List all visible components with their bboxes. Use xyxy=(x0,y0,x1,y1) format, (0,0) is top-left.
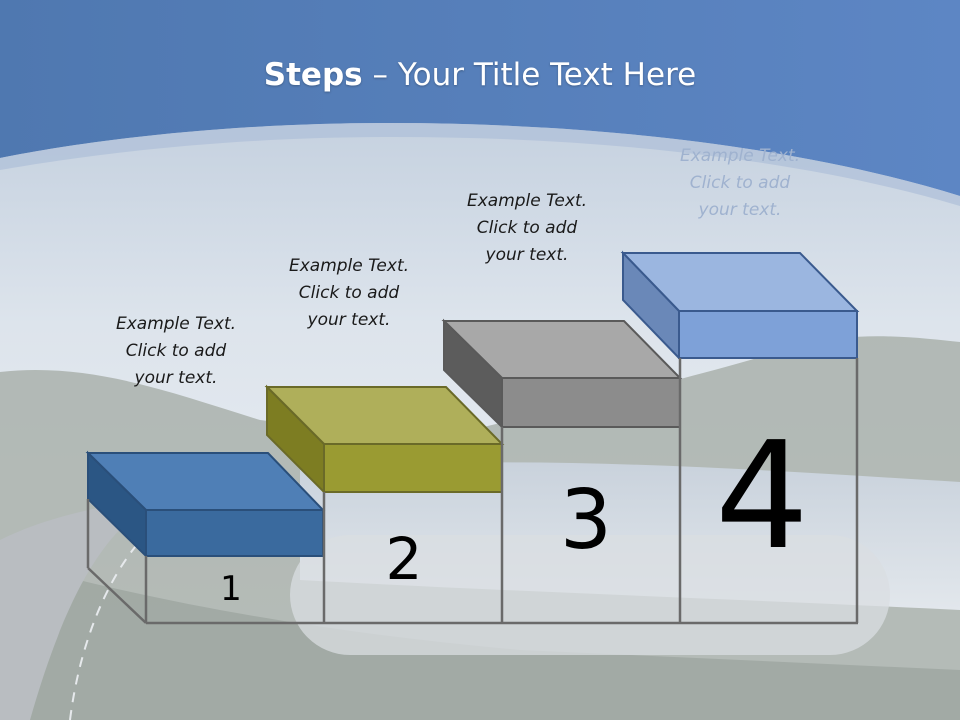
step-4-front xyxy=(678,310,858,359)
step-1[interactable] xyxy=(85,450,326,624)
step-1-front xyxy=(145,509,324,557)
grass xyxy=(0,560,960,720)
step-2-number: 2 xyxy=(385,525,423,593)
step-2-front xyxy=(323,443,503,493)
title-separator: – xyxy=(362,57,398,93)
title-rest: Your Title Text Here xyxy=(397,57,697,93)
tanker-truck xyxy=(290,535,890,655)
title-lead: Steps xyxy=(263,57,363,93)
step-1-caption[interactable]: Example Text. Click to add your text. xyxy=(115,314,237,388)
step-3-caption[interactable]: Example Text. Click to add your text. xyxy=(466,191,588,265)
header-band xyxy=(0,0,960,196)
step-4-number: 4 xyxy=(714,410,810,582)
step-4[interactable] xyxy=(620,250,860,623)
step-1-frame xyxy=(87,567,147,624)
step-2-caption[interactable]: Example Text. Click to add your text. xyxy=(288,256,410,330)
step-3-number: 3 xyxy=(559,473,613,568)
step-3-front xyxy=(501,377,681,428)
step-1-number: 1 xyxy=(220,569,242,609)
step-3[interactable] xyxy=(441,318,683,623)
slide-title: Steps – Your Title Text Here xyxy=(0,52,960,98)
road xyxy=(0,505,150,720)
step-4-caption[interactable]: Example Text. Click to add your text. xyxy=(679,146,801,220)
